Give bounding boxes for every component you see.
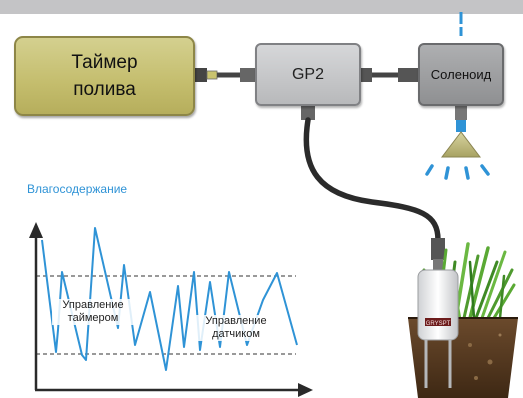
sensor-control-line1: Управление [205, 315, 267, 327]
solenoid-valve-box: Соленоид [418, 43, 504, 106]
timer-control-label: Управление таймером [52, 299, 134, 325]
timer-control-line2: таймером [67, 312, 119, 324]
timer-box-label-line2: полива [73, 79, 136, 100]
gp2-solenoid-connector [360, 68, 418, 82]
sprinkler-icon [425, 12, 490, 180]
graph-y-arrow [29, 222, 43, 238]
top-band [0, 0, 523, 14]
sensor-cable [301, 104, 445, 271]
moisture-graph [29, 222, 313, 397]
soil-moisture-sensor-icon: GRYSPT [417, 269, 459, 388]
gp2-label: GP2 [291, 65, 324, 83]
graph-title: Влагосодержание [27, 182, 128, 196]
sensor-control-line2: датчиком [212, 328, 260, 340]
timer-control-line1: Управление [62, 299, 124, 311]
sensor-control-label: Управление датчиком [196, 315, 276, 341]
sensor-tag: GRYSPT [426, 321, 451, 327]
moisture-curve [41, 227, 298, 371]
timer-gp2-connector [193, 68, 256, 82]
gp2-controller-box: GP2 [255, 43, 361, 106]
timer-box-label-line1: Таймер [71, 52, 138, 73]
irrigation-timer-box: Таймер полива [14, 36, 195, 116]
solenoid-label: Соленоид [430, 67, 492, 82]
graph-x-arrow [298, 383, 313, 397]
